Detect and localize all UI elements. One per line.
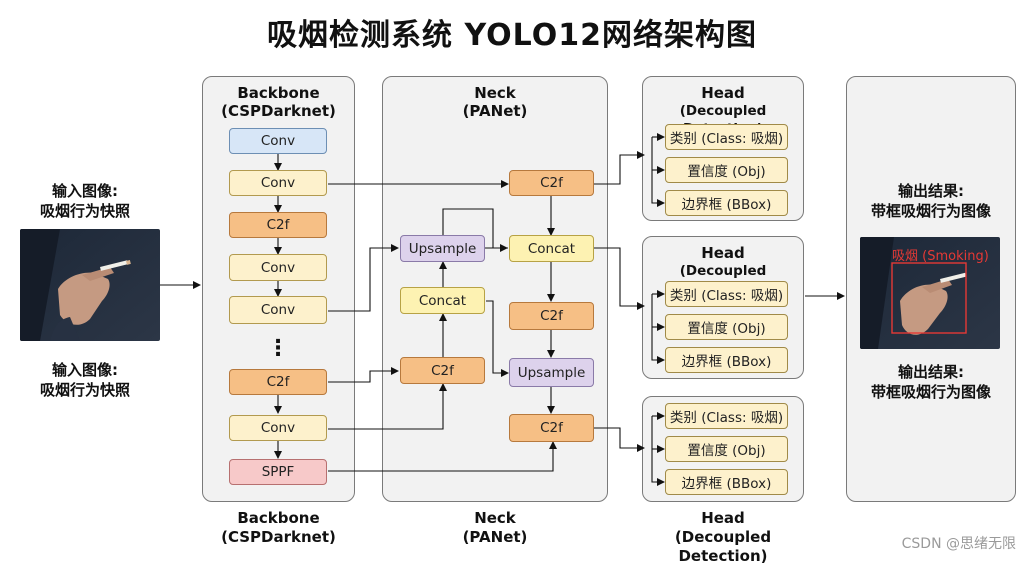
input-label-top: 输入图像:吸烟行为快照 <box>39 182 130 220</box>
detection-label: 吸烟 (Smoking) <box>892 249 989 264</box>
neck-c2f-top: C2f <box>509 170 594 196</box>
neck-c2f-left: C2f <box>400 357 485 384</box>
input-label-bottom: 输入图像:吸烟行为快照 <box>39 361 130 399</box>
backbone-c2f-2: C2f <box>229 369 327 395</box>
neck-concat-left: Concat <box>400 287 485 314</box>
backbone-conv-2: Conv <box>229 170 327 196</box>
head2-class: 类别 (Class: 吸烟) <box>665 281 788 307</box>
head3-class: 类别 (Class: 吸烟) <box>665 403 788 429</box>
neck-c2f-mid: C2f <box>509 302 594 330</box>
neck-c2f-bottom: C2f <box>509 414 594 442</box>
head3-obj: 置信度 (Obj) <box>665 436 788 462</box>
neck-title: Neck(PANet) <box>462 84 528 120</box>
head2-obj: 置信度 (Obj) <box>665 314 788 340</box>
head1-obj: 置信度 (Obj) <box>665 157 788 183</box>
bottom-backbone-label: Backbone(CSPDarknet) <box>221 509 336 546</box>
backbone-c2f-1: C2f <box>229 212 327 238</box>
head1-bbox: 边界框 (BBox) <box>665 190 788 216</box>
bottom-neck-label: Neck(PANet) <box>462 509 528 546</box>
backbone-conv-3: Conv <box>229 254 327 281</box>
backbone-ellipsis: ⋮ <box>267 336 289 361</box>
output-label-bottom: 输出结果:带框吸烟行为图像 <box>870 363 991 401</box>
backbone-conv-1: Conv <box>229 128 327 154</box>
backbone-conv-5: Conv <box>229 415 327 441</box>
page-title: 吸烟检测系统 YOLO12网络架构图 <box>267 18 757 53</box>
backbone-title: Backbone(CSPDarknet) <box>221 84 336 120</box>
neck-upsample-right: Upsample <box>509 358 594 387</box>
backbone-sppf: SPPF <box>229 459 327 485</box>
head2-bbox: 边界框 (BBox) <box>665 347 788 373</box>
watermark: CSDN @思绪无限 <box>901 536 1016 552</box>
neck-concat-right: Concat <box>509 235 594 262</box>
backbone-conv-4: Conv <box>229 296 327 324</box>
head1-class: 类别 (Class: 吸烟) <box>665 124 788 150</box>
bottom-head-label: Head(Decoupled Detection) <box>674 509 772 565</box>
output-label-top: 输出结果:带框吸烟行为图像 <box>870 182 991 220</box>
output-detection-photo: 吸烟 (Smoking) <box>860 237 1000 349</box>
head3-bbox: 边界框 (BBox) <box>665 469 788 495</box>
neck-upsample-left: Upsample <box>400 235 485 262</box>
input-smoking-photo <box>20 229 160 341</box>
